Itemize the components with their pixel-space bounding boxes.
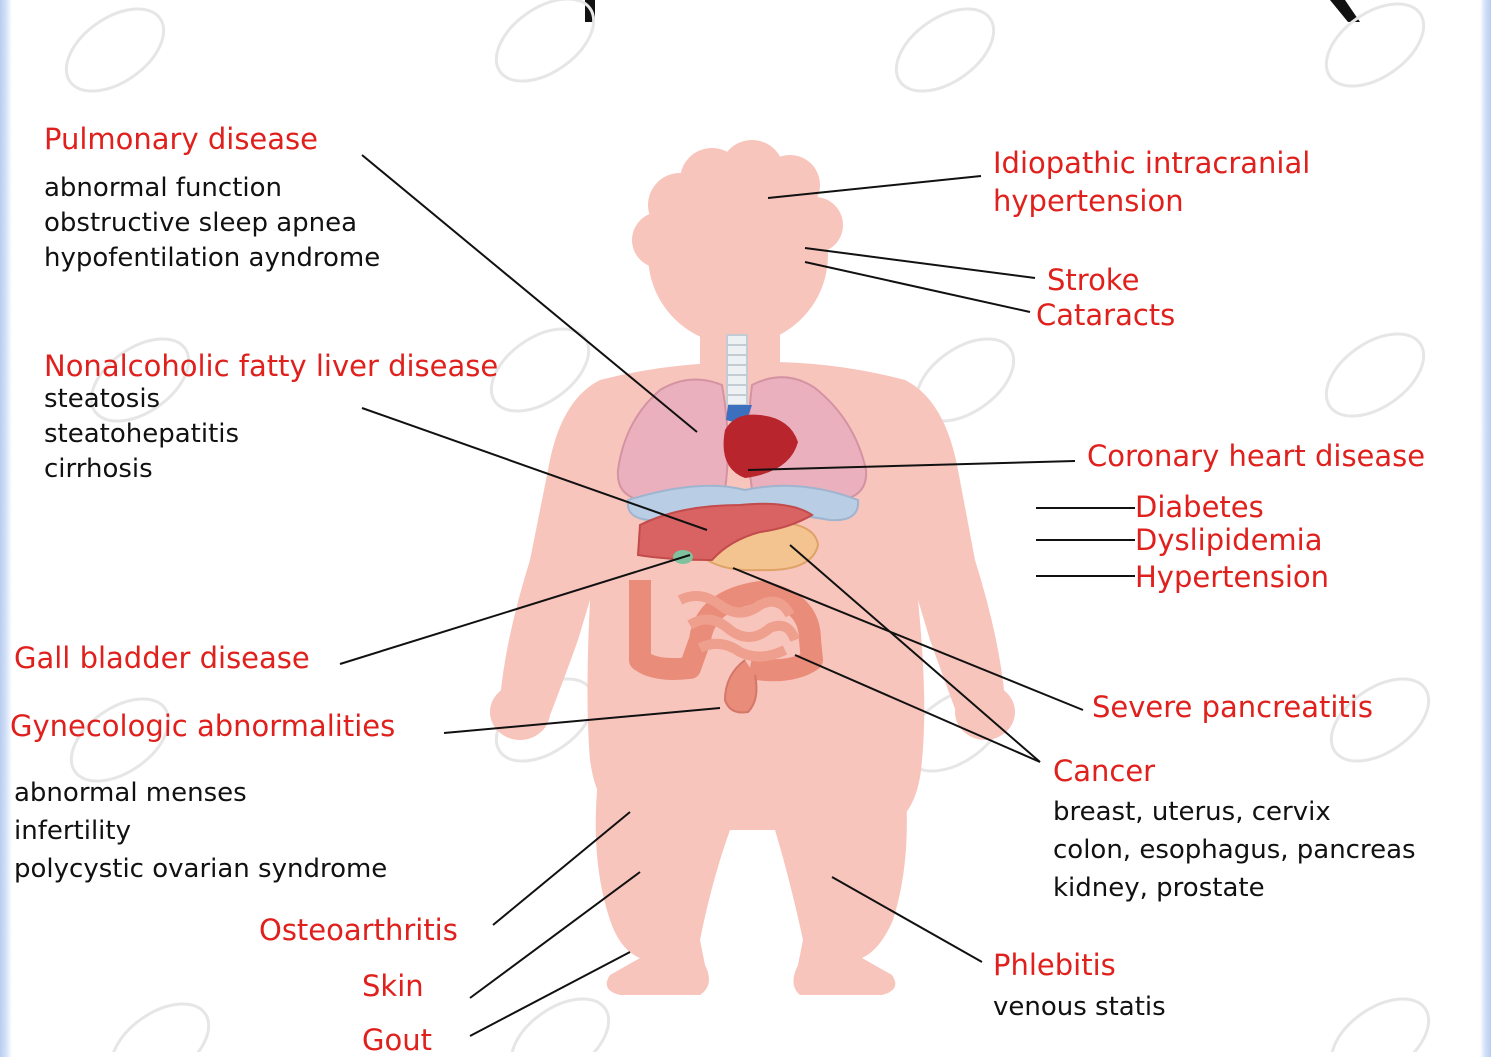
pulmonary-details: abnormal function obstructive sleep apne…: [44, 171, 380, 276]
nafld-details: steatosis steatohepatitis cirrhosis: [44, 382, 239, 487]
label-stroke: Stroke: [1047, 266, 1139, 295]
label-phlebitis: Phlebitis: [993, 951, 1116, 980]
label-iih-line1: Idiopathic intracranial: [993, 149, 1310, 178]
label-osteoarthritis: Osteoarthritis: [259, 916, 458, 945]
label-gout: Gout: [362, 1026, 432, 1055]
detail-line: steatosis: [44, 382, 239, 417]
detail-line: abnormal menses: [14, 774, 387, 812]
detail-line: breast, uterus, cervix: [1053, 793, 1416, 831]
detail-line: obstructive sleep apnea: [44, 206, 380, 241]
detail-line: hypofentilation ayndrome: [44, 241, 380, 276]
detail-line: venous statis: [993, 990, 1166, 1025]
detail-line: kidney, prostate: [1053, 869, 1416, 907]
label-diabetes: Diabetes: [1135, 493, 1264, 522]
title-remnant: [585, 0, 1360, 22]
label-nafld: Nonalcoholic fatty liver disease: [44, 352, 498, 381]
label-pulmonary-disease: Pulmonary disease: [44, 125, 318, 154]
detail-line: steatohepatitis: [44, 417, 239, 452]
label-cancer: Cancer: [1053, 757, 1155, 786]
label-gall-bladder-disease: Gall bladder disease: [14, 644, 310, 673]
label-hypertension: Hypertension: [1135, 563, 1329, 592]
phlebitis-details: venous statis: [993, 990, 1166, 1025]
label-gynecologic: Gynecologic abnormalities: [10, 712, 395, 741]
detail-line: infertility: [14, 812, 387, 850]
detail-line: colon, esophagus, pancreas: [1053, 831, 1416, 869]
label-cataracts: Cataracts: [1036, 301, 1175, 330]
label-iih-line2: hypertension: [993, 187, 1184, 216]
detail-line: cirrhosis: [44, 452, 239, 487]
label-dyslipidemia: Dyslipidemia: [1135, 526, 1323, 555]
detail-line: polycystic ovarian syndrome: [14, 850, 387, 888]
label-severe-pancreatitis: Severe pancreatitis: [1092, 693, 1373, 722]
label-coronary-heart-disease: Coronary heart disease: [1087, 442, 1425, 471]
label-skin: Skin: [362, 972, 424, 1001]
cancer-details: breast, uterus, cervix colon, esophagus,…: [1053, 793, 1416, 907]
gynecologic-details: abnormal menses infertility polycystic o…: [14, 774, 387, 888]
detail-line: abnormal function: [44, 171, 380, 206]
